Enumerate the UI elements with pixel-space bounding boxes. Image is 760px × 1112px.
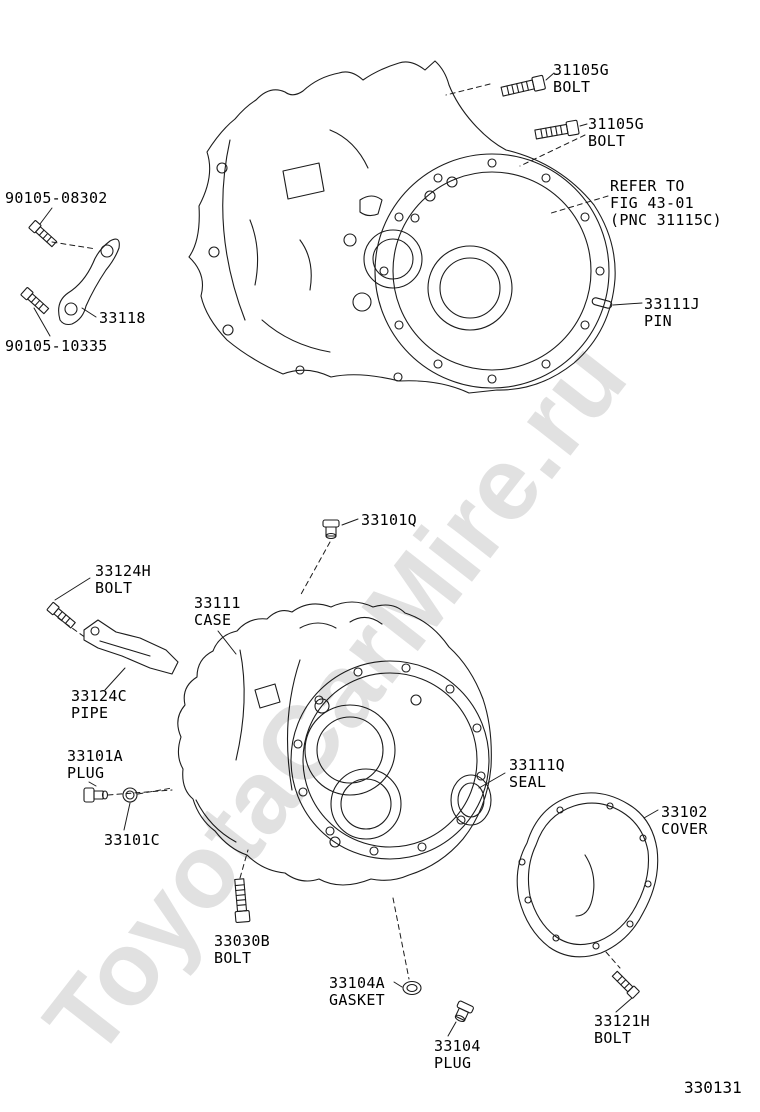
part-number: 33101Q: [361, 511, 417, 529]
figure-number: 330131: [684, 1078, 742, 1097]
part-number: 31105G: [588, 115, 644, 133]
part-name: BOLT: [214, 949, 252, 967]
part-number: 33101C: [104, 831, 160, 849]
part-number: 33111: [194, 594, 241, 612]
refer-line-2: FIG 43-01: [610, 194, 694, 212]
bolt-33030b-icon: [231, 878, 251, 924]
plug-33101q-icon: [322, 519, 340, 540]
plug-33104-icon: [451, 999, 475, 1025]
label-33102: 33102 COVER: [661, 804, 708, 838]
part-name: COVER: [661, 820, 708, 838]
part-name: PIN: [644, 312, 672, 330]
part-number: 33118: [99, 309, 146, 327]
part-number: 33101A: [67, 747, 123, 765]
leader-lines: [33, 72, 659, 1037]
part-number: 31105G: [553, 61, 609, 79]
cover-33102-drawing: [516, 792, 659, 958]
label-90105-08302: 90105-08302: [5, 190, 108, 207]
part-number: 33102: [661, 803, 708, 821]
part-name: CASE: [194, 611, 232, 629]
label-33124c: 33124C PIPE: [71, 688, 127, 722]
bolt-90105-08302-icon: [28, 219, 59, 249]
label-31105g-a: 31105G BOLT: [553, 62, 609, 96]
bolt-31105g-icon-a: [499, 74, 547, 100]
part-name: GASKET: [329, 991, 385, 1009]
part-number: 33124C: [71, 687, 127, 705]
part-number: 33104: [434, 1037, 481, 1055]
label-33111j: 33111J PIN: [644, 296, 700, 330]
bolt-31105g-icon-b: [533, 119, 580, 142]
part-number: 33124H: [95, 562, 151, 580]
part-number: 33111J: [644, 295, 700, 313]
label-33121h: 33121H BOLT: [594, 1013, 650, 1047]
part-number: 33030B: [214, 932, 270, 950]
part-number: 33121H: [594, 1012, 650, 1030]
gasket-33104a-icon: [402, 980, 422, 996]
label-33101a: 33101A PLUG: [67, 748, 123, 782]
pin-33111j-icon: [591, 297, 613, 309]
label-33104a: 33104A GASKET: [329, 975, 385, 1009]
label-33101c: 33101C: [104, 832, 160, 849]
part-number: 33104A: [329, 974, 385, 992]
transaxle-case-drawing: [177, 601, 492, 886]
seal-33111q-icon: [450, 774, 492, 826]
part-name: SEAL: [509, 773, 547, 791]
part-name: BOLT: [594, 1029, 632, 1047]
part-name: BOLT: [553, 78, 591, 96]
part-name: PLUG: [434, 1054, 472, 1072]
label-33118: 33118: [99, 310, 146, 327]
part-name: PLUG: [67, 764, 105, 782]
label-33104: 33104 PLUG: [434, 1038, 481, 1072]
label-refer-note: REFER TO FIG 43-01 (PNC 31115C): [610, 178, 722, 229]
part-number: 33111Q: [509, 756, 565, 774]
label-90105-10335: 90105-10335: [5, 338, 108, 355]
link-33118-drawing: [58, 238, 120, 326]
bolt-33124h-icon: [46, 601, 77, 630]
part-number: 90105-10335: [5, 337, 108, 355]
clutch-housing-drawing: [188, 60, 616, 394]
refer-line-3: (PNC 31115C): [610, 211, 722, 229]
bolt-33121h-icon: [610, 969, 641, 1000]
part-name: BOLT: [95, 579, 133, 597]
label-33030b: 33030B BOLT: [214, 933, 270, 967]
label-33101q: 33101Q: [361, 512, 417, 529]
label-33124h: 33124H BOLT: [95, 563, 151, 597]
label-33111q: 33111Q SEAL: [509, 757, 565, 791]
label-31105g-b: 31105G BOLT: [588, 116, 644, 150]
part-name: BOLT: [588, 132, 626, 150]
label-33111: 33111 CASE: [194, 595, 241, 629]
part-name: PIPE: [71, 704, 109, 722]
refer-line-1: REFER TO: [610, 177, 685, 195]
pipe-33124c-drawing: [83, 619, 179, 675]
part-number: 90105-08302: [5, 189, 108, 207]
oring-33101c-icon: [122, 787, 138, 803]
leader-lines-dashed: [51, 83, 621, 980]
plug-33101a-icon: [83, 787, 109, 803]
